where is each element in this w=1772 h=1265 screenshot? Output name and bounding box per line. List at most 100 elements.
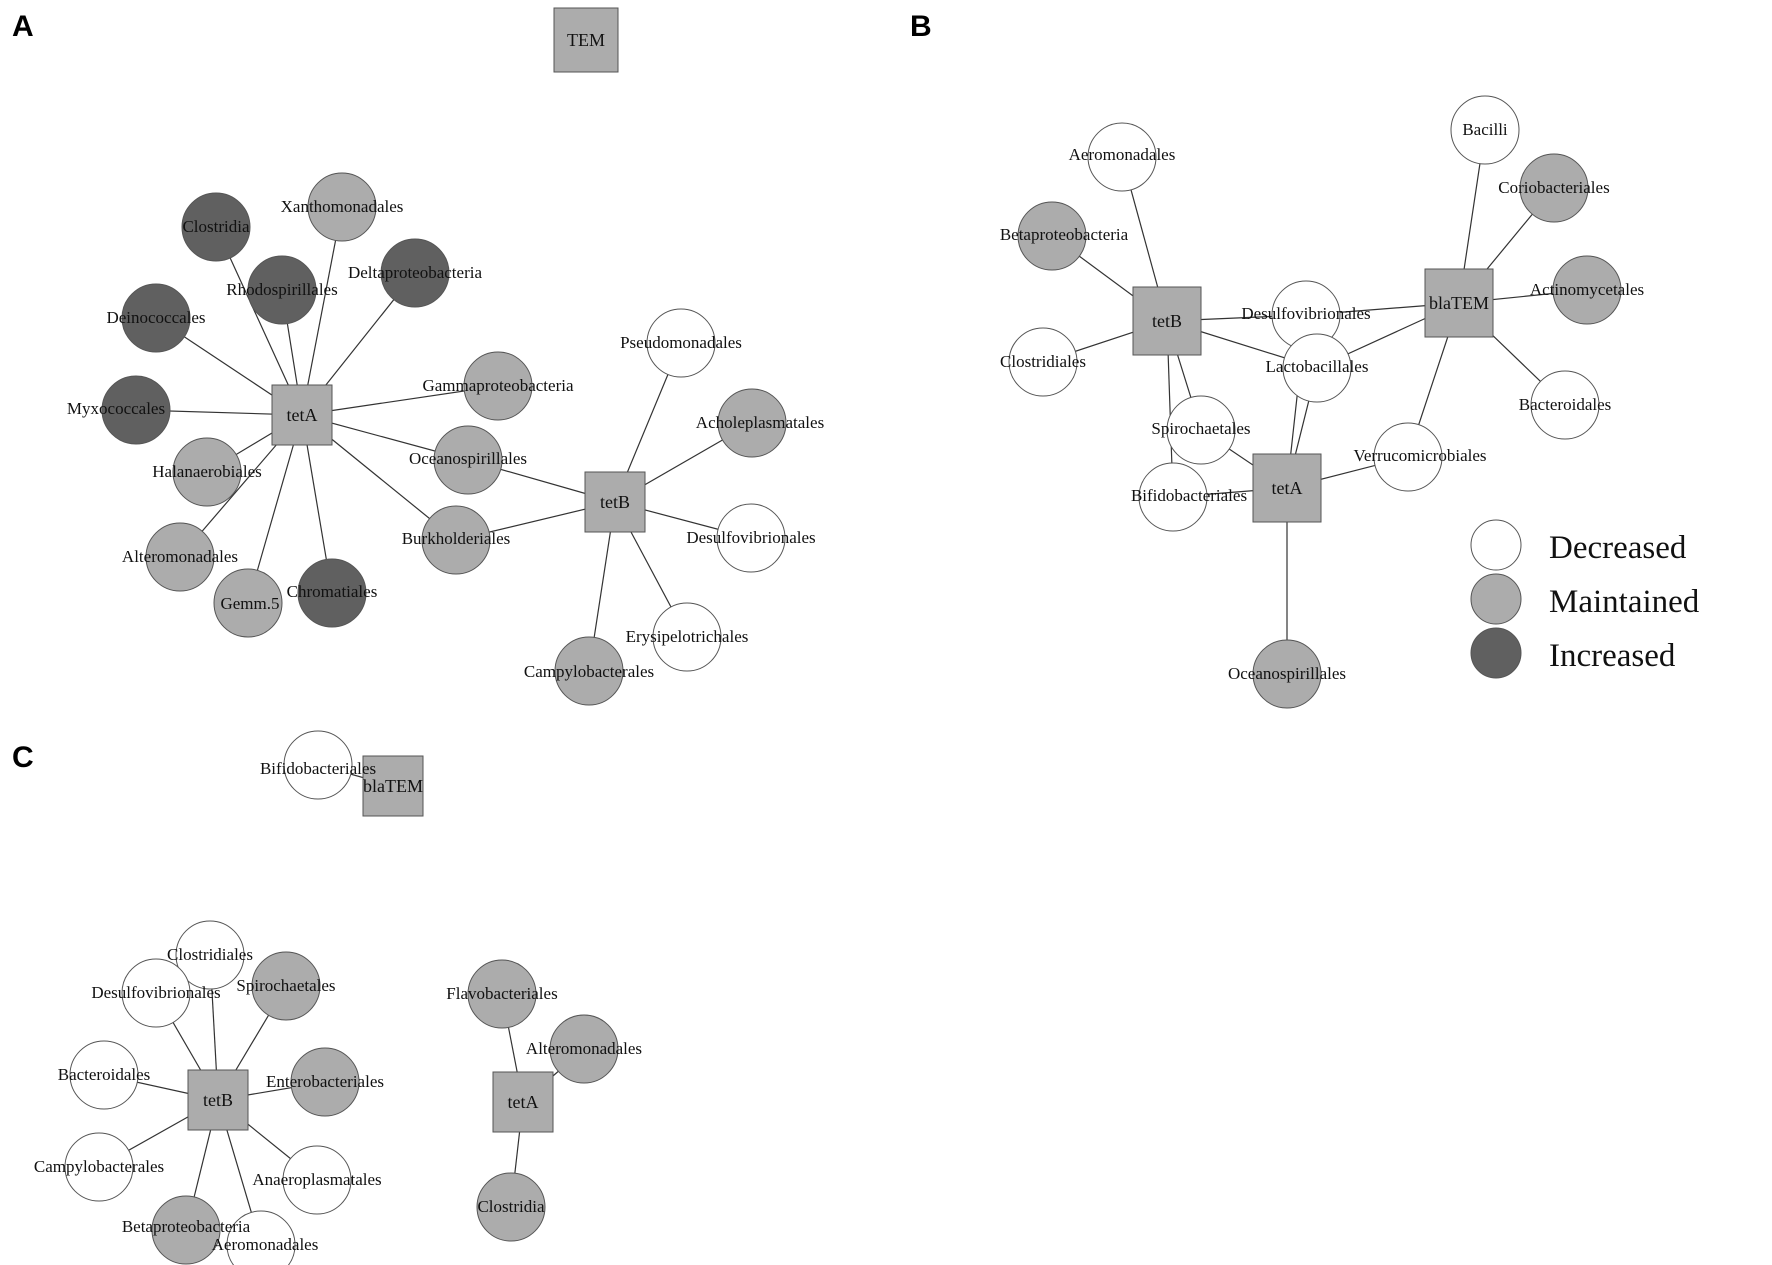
node-label-a-halanaerobiales: Halanaerobiales bbox=[152, 462, 262, 481]
node-a-campylobacterales bbox=[554, 636, 624, 706]
node-label-a-acholeplasmatales: Acholeplasmatales bbox=[696, 413, 824, 432]
node-c-enterobacteriales bbox=[290, 1047, 360, 1117]
node-label-c-enterobacteriales: Enterobacteriales bbox=[266, 1072, 384, 1091]
node-label-b-clostridiales: Clostridiales bbox=[1000, 352, 1086, 371]
node-c-spirochaetales bbox=[251, 951, 321, 1021]
node-label-a-chromatiales: Chromatiales bbox=[287, 582, 378, 601]
hub-label-c-tetb: tetB bbox=[203, 1090, 233, 1110]
node-a-chromatiales bbox=[297, 558, 367, 628]
node-a-halanaerobiales bbox=[172, 437, 242, 507]
node-label-b-oceanospirillales: Oceanospirillales bbox=[1228, 664, 1346, 683]
node-label-c-desulfovibrionales: Desulfovibrionales bbox=[91, 983, 220, 1002]
hub-c-blatem bbox=[362, 755, 424, 817]
node-a-burkholderiales bbox=[421, 505, 491, 575]
hub-label-c-blatem: blaTEM bbox=[363, 776, 423, 796]
node-label-a-oceanospirillales: Oceanospirillales bbox=[409, 449, 527, 468]
node-a-oceanospirillales bbox=[433, 425, 503, 495]
hub-b-teta bbox=[1252, 453, 1322, 523]
legend-label-maintained: Maintained bbox=[1549, 584, 1700, 620]
hub-b-blatem bbox=[1424, 268, 1494, 338]
node-label-b-bifidobacteriales: Bifidobacteriales bbox=[1131, 486, 1247, 505]
node-b-clostridiales bbox=[1008, 327, 1078, 397]
node-c-bifidobacteriales bbox=[283, 730, 353, 800]
node-a-gemm5 bbox=[213, 568, 283, 638]
node-a-erysipelotrichales bbox=[652, 602, 722, 672]
node-label-c-betaproteobacteria: Betaproteobacteria bbox=[122, 1217, 251, 1236]
node-a-deinococcales bbox=[121, 283, 191, 353]
node-b-verrucomicrobiales bbox=[1373, 422, 1443, 492]
node-label-b-betaproteobacteria: Betaproteobacteria bbox=[1000, 225, 1129, 244]
node-c-bacteroidales bbox=[69, 1040, 139, 1110]
node-label-a-gammaproteobacteria: Gammaproteobacteria bbox=[422, 376, 573, 395]
node-label-b-bacteroidales: Bacteroidales bbox=[1519, 395, 1612, 414]
node-label-c-spirochaetales: Spirochaetales bbox=[236, 976, 335, 995]
hub-label-b-blatem: blaTEM bbox=[1429, 293, 1489, 313]
node-b-spirochaetales bbox=[1166, 395, 1236, 465]
node-c-anaeroplasmatales bbox=[282, 1145, 352, 1215]
node-b-oceanospirillales bbox=[1252, 639, 1322, 709]
node-a-acholeplasmatales bbox=[717, 388, 787, 458]
node-a-myxococcales bbox=[101, 375, 171, 445]
node-label-c-campylobacterales: Campylobacterales bbox=[34, 1157, 164, 1176]
node-b-actinomycetales bbox=[1552, 255, 1622, 325]
node-label-c-aeromonadales: Aeromonadales bbox=[212, 1235, 319, 1254]
legend-label-increased: Increased bbox=[1549, 638, 1676, 674]
node-b-bacteroidales bbox=[1530, 370, 1600, 440]
node-label-a-deinococcales: Deinococcales bbox=[106, 308, 205, 327]
node-label-a-gemm5: Gemm.5 bbox=[220, 594, 279, 613]
node-a-desulfovibrionales bbox=[716, 503, 786, 573]
legend-swatch-maintained bbox=[1470, 573, 1522, 625]
node-label-a-desulfovibrionales: Desulfovibrionales bbox=[686, 528, 815, 547]
node-b-coriobacteriales bbox=[1519, 153, 1589, 223]
node-label-a-xanthomonadales: Xanthomonadales bbox=[281, 197, 404, 216]
legend: Decreased Maintained Increased bbox=[1470, 519, 1700, 679]
node-a-alteromonadales bbox=[145, 522, 215, 592]
hub-label-a-teta: tetA bbox=[287, 405, 318, 425]
node-c-flavobacteriales bbox=[467, 959, 537, 1029]
panel-letter-b: B bbox=[910, 10, 932, 43]
node-label-c-clostridiales: Clostridiales bbox=[167, 945, 253, 964]
node-label-b-actinomycetales: Actinomycetales bbox=[1530, 280, 1644, 299]
node-label-a-campylobacterales: Campylobacterales bbox=[524, 662, 654, 681]
node-a-clostridia bbox=[181, 192, 251, 262]
hub-layer bbox=[187, 7, 1494, 1133]
node-c-aeromonadales bbox=[226, 1210, 296, 1265]
node-b-bacilli bbox=[1450, 95, 1520, 165]
node-b-lactobacillales bbox=[1282, 333, 1352, 403]
node-a-xanthomonadales bbox=[307, 172, 377, 242]
node-label-b-lactobacillales: Lactobacillales bbox=[1266, 357, 1369, 376]
hub-label-a-tem: TEM bbox=[567, 30, 605, 50]
node-label-c-bacteroidales: Bacteroidales bbox=[58, 1065, 151, 1084]
node-label-b-coriobacteriales: Coriobacteriales bbox=[1498, 178, 1609, 197]
node-label-c-bifidobacteriales: Bifidobacteriales bbox=[260, 759, 376, 778]
label-layer: XanthomonadalesClostridiaDeltaproteobact… bbox=[34, 30, 1644, 1254]
hub-c-teta bbox=[492, 1071, 554, 1133]
hub-label-b-teta: tetA bbox=[1272, 478, 1303, 498]
node-c-betaproteobacteria bbox=[151, 1195, 221, 1265]
node-c-campylobacterales bbox=[64, 1132, 134, 1202]
node-label-b-desulfovibrionales: Desulfovibrionales bbox=[1241, 304, 1370, 323]
legend-swatch-increased bbox=[1470, 627, 1522, 679]
node-label-b-bacilli: Bacilli bbox=[1462, 120, 1508, 139]
hub-label-c-teta: tetA bbox=[508, 1092, 539, 1112]
node-label-b-spirochaetales: Spirochaetales bbox=[1151, 419, 1250, 438]
legend-swatch-decreased bbox=[1470, 519, 1522, 571]
node-label-a-clostridia: Clostridia bbox=[182, 217, 250, 236]
hub-a-teta bbox=[271, 384, 333, 446]
hub-label-a-tetb: tetB bbox=[600, 492, 630, 512]
hub-label-b-tetb: tetB bbox=[1152, 311, 1182, 331]
node-a-gammaproteobacteria bbox=[463, 351, 533, 421]
node-label-b-aeromonadales: Aeromonadales bbox=[1069, 145, 1176, 164]
edge-a-teta-xanthomonadales bbox=[301, 206, 343, 416]
node-label-a-myxococcales: Myxococcales bbox=[67, 399, 165, 418]
node-c-clostridia bbox=[476, 1172, 546, 1242]
node-a-deltaproteobacteria bbox=[380, 238, 450, 308]
node-label-b-verrucomicrobiales: Verrucomicrobiales bbox=[1353, 446, 1486, 465]
node-a-pseudomonadales bbox=[646, 308, 716, 378]
panel-letter-a: A bbox=[12, 10, 34, 43]
node-label-c-clostridia: Clostridia bbox=[477, 1197, 545, 1216]
node-b-aeromonadales bbox=[1087, 122, 1157, 192]
node-label-a-deltaproteobacteria: Deltaproteobacteria bbox=[348, 263, 482, 282]
node-label-a-burkholderiales: Burkholderiales bbox=[402, 529, 511, 548]
